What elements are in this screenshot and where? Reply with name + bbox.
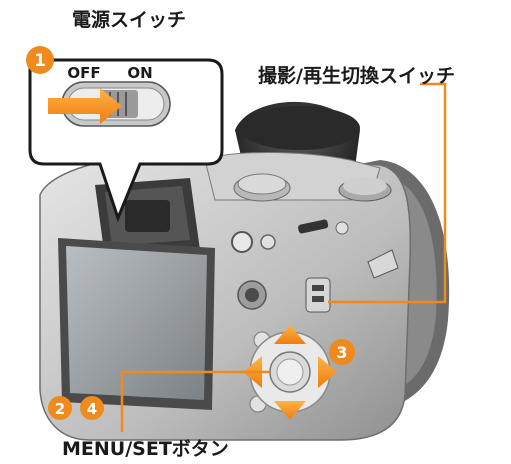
power-switch-callout [28, 58, 224, 223]
menu-set-leader-line [120, 370, 270, 432]
step-badge-1: 1 [26, 46, 54, 74]
step-badge-4-number: 4 [87, 400, 97, 418]
cross-key-right-arrow-icon [318, 356, 337, 388]
on-label: ON [127, 64, 152, 82]
camera-body [39, 101, 450, 441]
step-badge-1-number: 1 [34, 51, 46, 71]
step-badge-2: 2 [48, 396, 72, 420]
menu-set-button-label: MENU/SETボタン [62, 438, 229, 460]
mode-switch-leader-line [328, 82, 447, 304]
power-switch-label: 電源スイッチ [72, 8, 186, 31]
cross-key-down-arrow-icon [274, 401, 306, 420]
step-badge-3: 3 [329, 339, 355, 365]
off-label: OFF [67, 64, 100, 82]
step-badge-3-number: 3 [336, 343, 347, 362]
step-badge-4: 4 [80, 396, 104, 420]
cross-key[interactable] [249, 331, 331, 413]
mode-switch-label: 撮影/再生切換スイッチ [258, 64, 455, 87]
step-badge-2-number: 2 [55, 400, 65, 418]
power-switch-arrow-icon [48, 88, 122, 124]
cross-key-up-arrow-icon [274, 325, 306, 344]
